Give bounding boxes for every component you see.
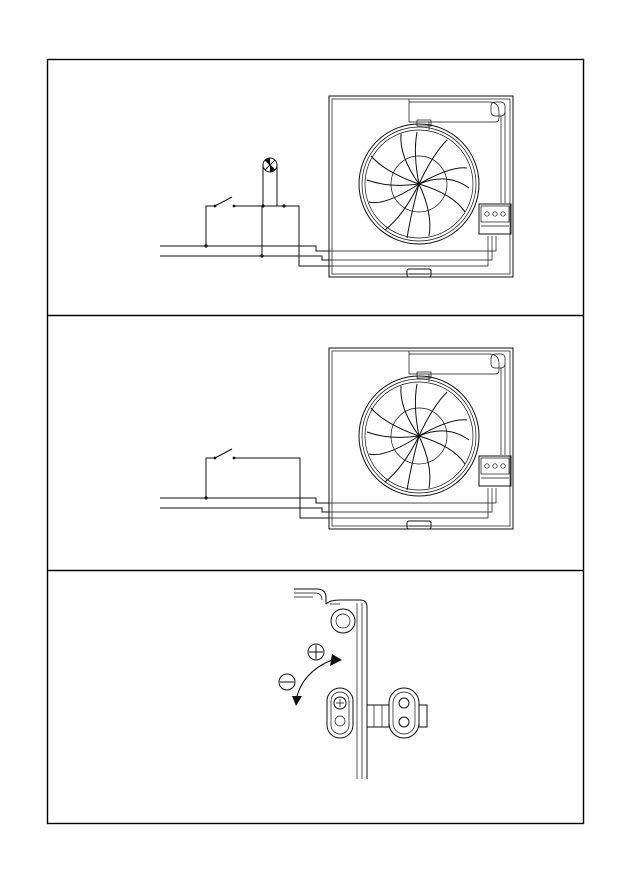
plus-icon xyxy=(308,644,324,660)
panel-wiring-switch-only xyxy=(160,348,513,529)
timer-potentiometer xyxy=(327,688,353,738)
panel-wiring-with-lamp xyxy=(160,96,513,277)
supply-wires xyxy=(160,488,496,518)
panel-timer-adjustment xyxy=(279,589,427,779)
rotation-arrow-icon xyxy=(292,654,342,706)
supply-wires xyxy=(160,206,496,266)
minus-icon xyxy=(279,674,295,690)
page-frame xyxy=(48,60,584,824)
fan-unit xyxy=(329,96,513,277)
lamp-icon xyxy=(263,158,277,206)
switch-icon xyxy=(206,449,300,514)
connector-clip xyxy=(367,688,427,738)
mount-boss xyxy=(331,609,355,633)
fan-unit xyxy=(329,348,513,529)
